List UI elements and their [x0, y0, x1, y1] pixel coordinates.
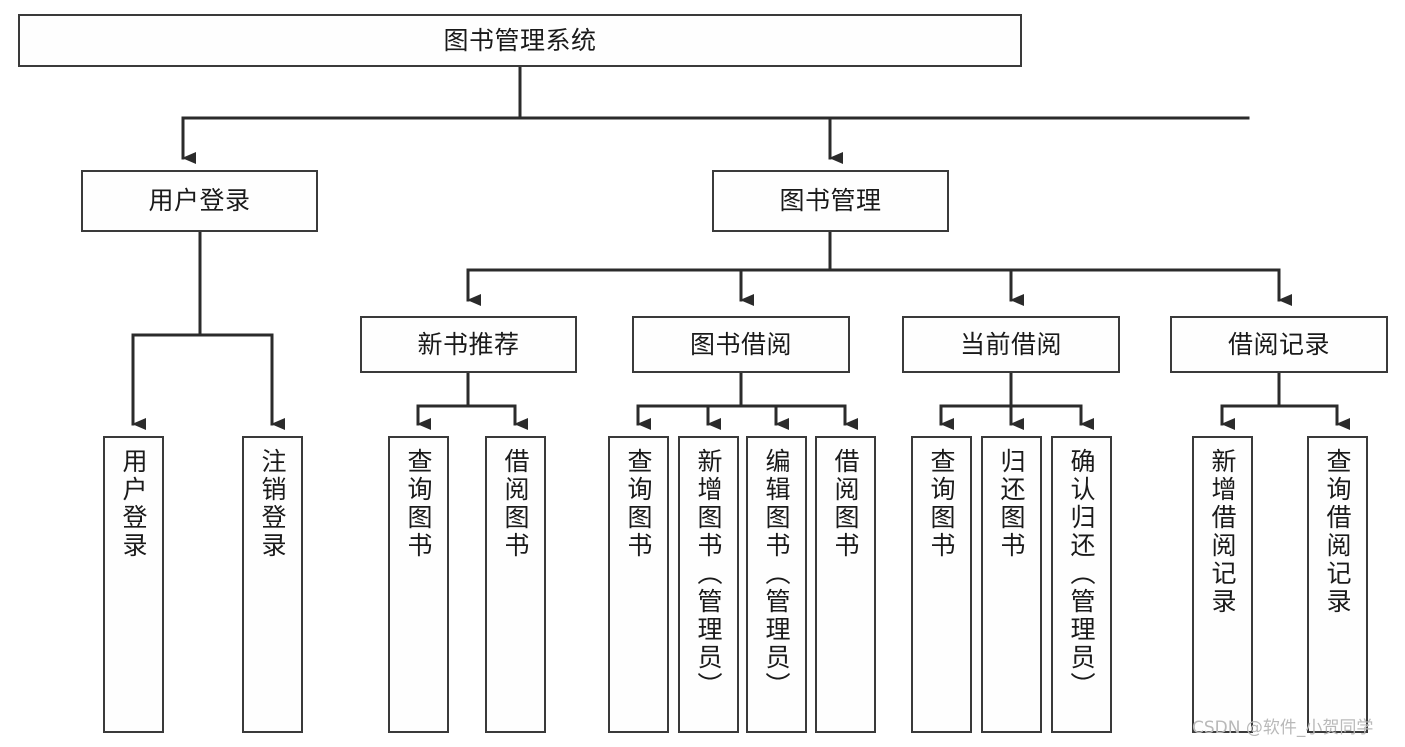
node-leaf-add-book-admin[interactable]: 新增图书（管理员） — [678, 436, 739, 733]
node-current-borrow-label: 当前借阅 — [959, 329, 1062, 359]
node-leaf-borrow-book-b[interactable]: 借阅图书 — [815, 436, 876, 733]
node-leaf-borrow-book-a-label: 借阅图书 — [501, 448, 530, 560]
watermark-text: CSDN @软件_小贺同学 — [1192, 718, 1374, 738]
node-root-label: 图书管理系统 — [443, 25, 597, 55]
node-leaf-query-borrow-record[interactable]: 查询借阅记录 — [1307, 436, 1368, 733]
node-leaf-borrow-book-a[interactable]: 借阅图书 — [485, 436, 546, 733]
node-book-management-label: 图书管理 — [779, 186, 882, 216]
node-leaf-query-book-b[interactable]: 查询图书 — [608, 436, 669, 733]
node-leaf-borrow-book-b-label: 借阅图书 — [831, 448, 860, 560]
node-leaf-return-book[interactable]: 归还图书 — [981, 436, 1042, 733]
node-leaf-query-book-a[interactable]: 查询图书 — [388, 436, 449, 733]
node-user-login[interactable]: 用户登录 — [81, 170, 318, 232]
node-new-book-recommend[interactable]: 新书推荐 — [360, 316, 577, 373]
node-leaf-query-book-b-label: 查询图书 — [624, 448, 653, 560]
node-leaf-edit-book-admin[interactable]: 编辑图书（管理员） — [746, 436, 807, 733]
node-leaf-logout[interactable]: 注销登录 — [242, 436, 303, 733]
node-borrow-record[interactable]: 借阅记录 — [1170, 316, 1388, 373]
node-leaf-query-book-c-label: 查询图书 — [927, 448, 956, 560]
node-leaf-user-login-label: 用户登录 — [119, 448, 148, 560]
node-leaf-add-borrow-record-label: 新增借阅记录 — [1208, 448, 1237, 616]
node-leaf-add-book-admin-label: 新增图书（管理员） — [694, 448, 723, 700]
node-leaf-query-borrow-record-label: 查询借阅记录 — [1323, 448, 1352, 616]
node-current-borrow[interactable]: 当前借阅 — [902, 316, 1120, 373]
node-leaf-edit-book-admin-label: 编辑图书（管理员） — [762, 448, 791, 700]
node-leaf-query-book-a-label: 查询图书 — [404, 448, 433, 560]
node-borrow-record-label: 借阅记录 — [1227, 329, 1330, 359]
node-book-borrow[interactable]: 图书借阅 — [632, 316, 850, 373]
node-root[interactable]: 图书管理系统 — [18, 14, 1022, 67]
node-leaf-confirm-return-admin-label: 确认归还（管理员） — [1067, 448, 1096, 700]
node-leaf-confirm-return-admin[interactable]: 确认归还（管理员） — [1051, 436, 1112, 733]
node-new-book-recommend-label: 新书推荐 — [417, 329, 520, 359]
node-leaf-add-borrow-record[interactable]: 新增借阅记录 — [1192, 436, 1253, 733]
node-leaf-return-book-label: 归还图书 — [997, 448, 1026, 560]
node-leaf-query-book-c[interactable]: 查询图书 — [911, 436, 972, 733]
node-leaf-logout-label: 注销登录 — [258, 448, 287, 560]
node-user-login-label: 用户登录 — [148, 186, 251, 216]
node-leaf-user-login[interactable]: 用户登录 — [103, 436, 164, 733]
node-book-borrow-label: 图书借阅 — [689, 329, 792, 359]
node-book-management[interactable]: 图书管理 — [712, 170, 949, 232]
